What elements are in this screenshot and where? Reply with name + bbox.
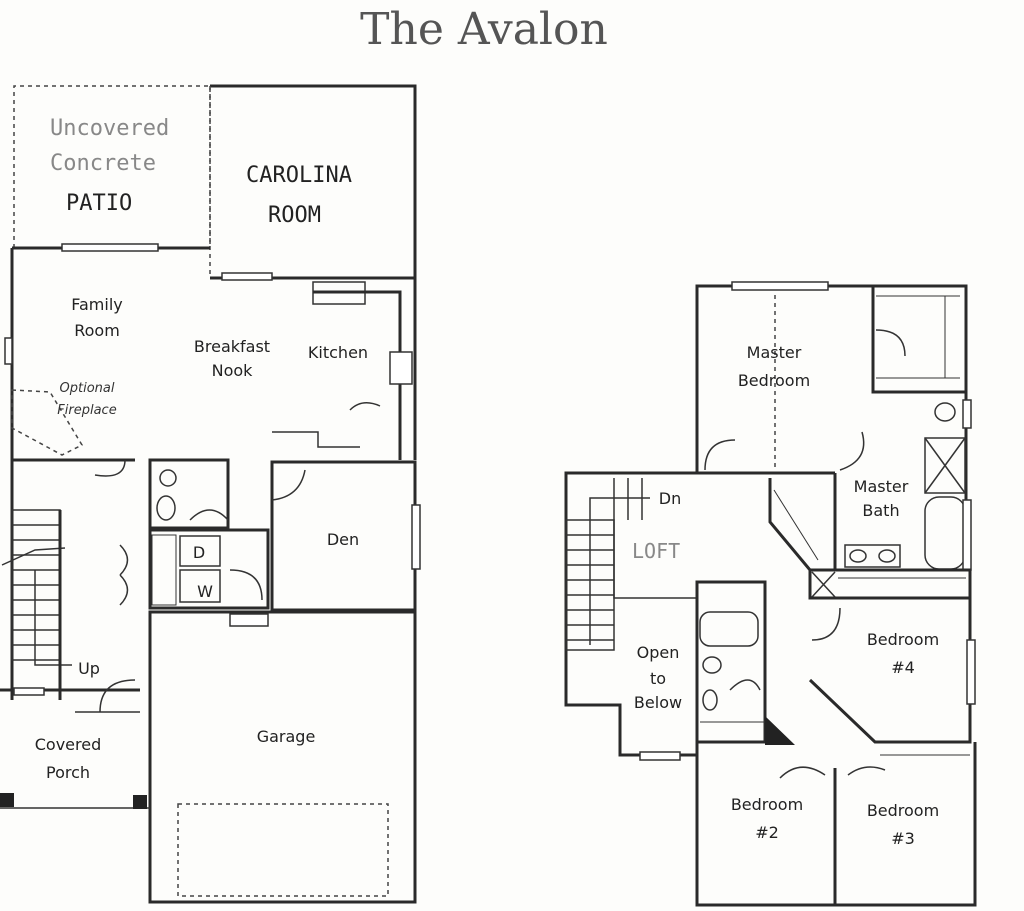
covered-porch-label-2: Porch <box>46 763 90 782</box>
breakfast-nook-label-2: Nook <box>212 361 254 380</box>
bedroom4-label-1: Bedroom <box>867 630 939 649</box>
master-bedroom-label-2: Bedroom <box>738 371 810 390</box>
fireplace-label-1: Optional <box>60 381 115 396</box>
garage-door <box>177 803 389 897</box>
bedroom2-label-1: Bedroom <box>731 795 803 814</box>
den-label: Den <box>327 530 359 549</box>
fireplace-label-2: Fireplace <box>57 403 116 418</box>
first-floor-labels: Uncovered Concrete PATIO CAROLINA ROOM F… <box>35 116 368 782</box>
patio-label-1: Uncovered <box>50 116 169 141</box>
dryer-label: D <box>193 543 205 562</box>
carolina-room-label-1: CAROLINA <box>246 163 352 188</box>
garage-label: Garage <box>257 727 316 746</box>
second-floor-labels: Master Bedroom Master Bath Dn LOFT Open … <box>632 343 939 848</box>
bedroom2-label-2: #2 <box>755 823 779 842</box>
bedroom3-label-2: #3 <box>891 829 915 848</box>
garage-walls <box>148 610 417 904</box>
rear-window <box>61 243 159 252</box>
washer-label: W <box>197 582 213 601</box>
second-floor <box>564 281 977 907</box>
first-floor <box>0 84 421 904</box>
stairs-down-label: Dn <box>659 489 681 508</box>
patio-label-3: PATIO <box>66 191 132 216</box>
kitchen-label: Kitchen <box>308 343 368 362</box>
covered-porch-label-1: Covered <box>35 735 102 754</box>
master-bedroom-label-1: Master <box>747 343 802 362</box>
breakfast-nook-label-1: Breakfast <box>194 337 270 356</box>
family-room-label-1: Family <box>71 295 122 314</box>
fireplace-outline <box>11 389 84 456</box>
bedroom3-label-1: Bedroom <box>867 801 939 820</box>
master-bath-label-2: Bath <box>862 501 899 520</box>
stairs-second-floor <box>565 478 650 651</box>
open-below-label-3: Below <box>634 693 682 712</box>
patio-label-2: Concrete <box>50 151 156 176</box>
stairs-up-label: Up <box>78 659 100 678</box>
open-below-label-1: Open <box>637 643 680 662</box>
patio-outline <box>13 85 211 248</box>
carolina-room-walls <box>210 84 417 280</box>
loft-label: LOFT <box>632 539 680 563</box>
family-room-label-2: Room <box>74 321 120 340</box>
master-bath-label-1: Master <box>854 477 909 496</box>
carolina-room-label-2: ROOM <box>268 203 321 228</box>
plan-title: The Avalon <box>360 4 608 55</box>
open-below-label-2: to <box>650 669 666 688</box>
bedroom4-label-2: #4 <box>891 658 915 677</box>
